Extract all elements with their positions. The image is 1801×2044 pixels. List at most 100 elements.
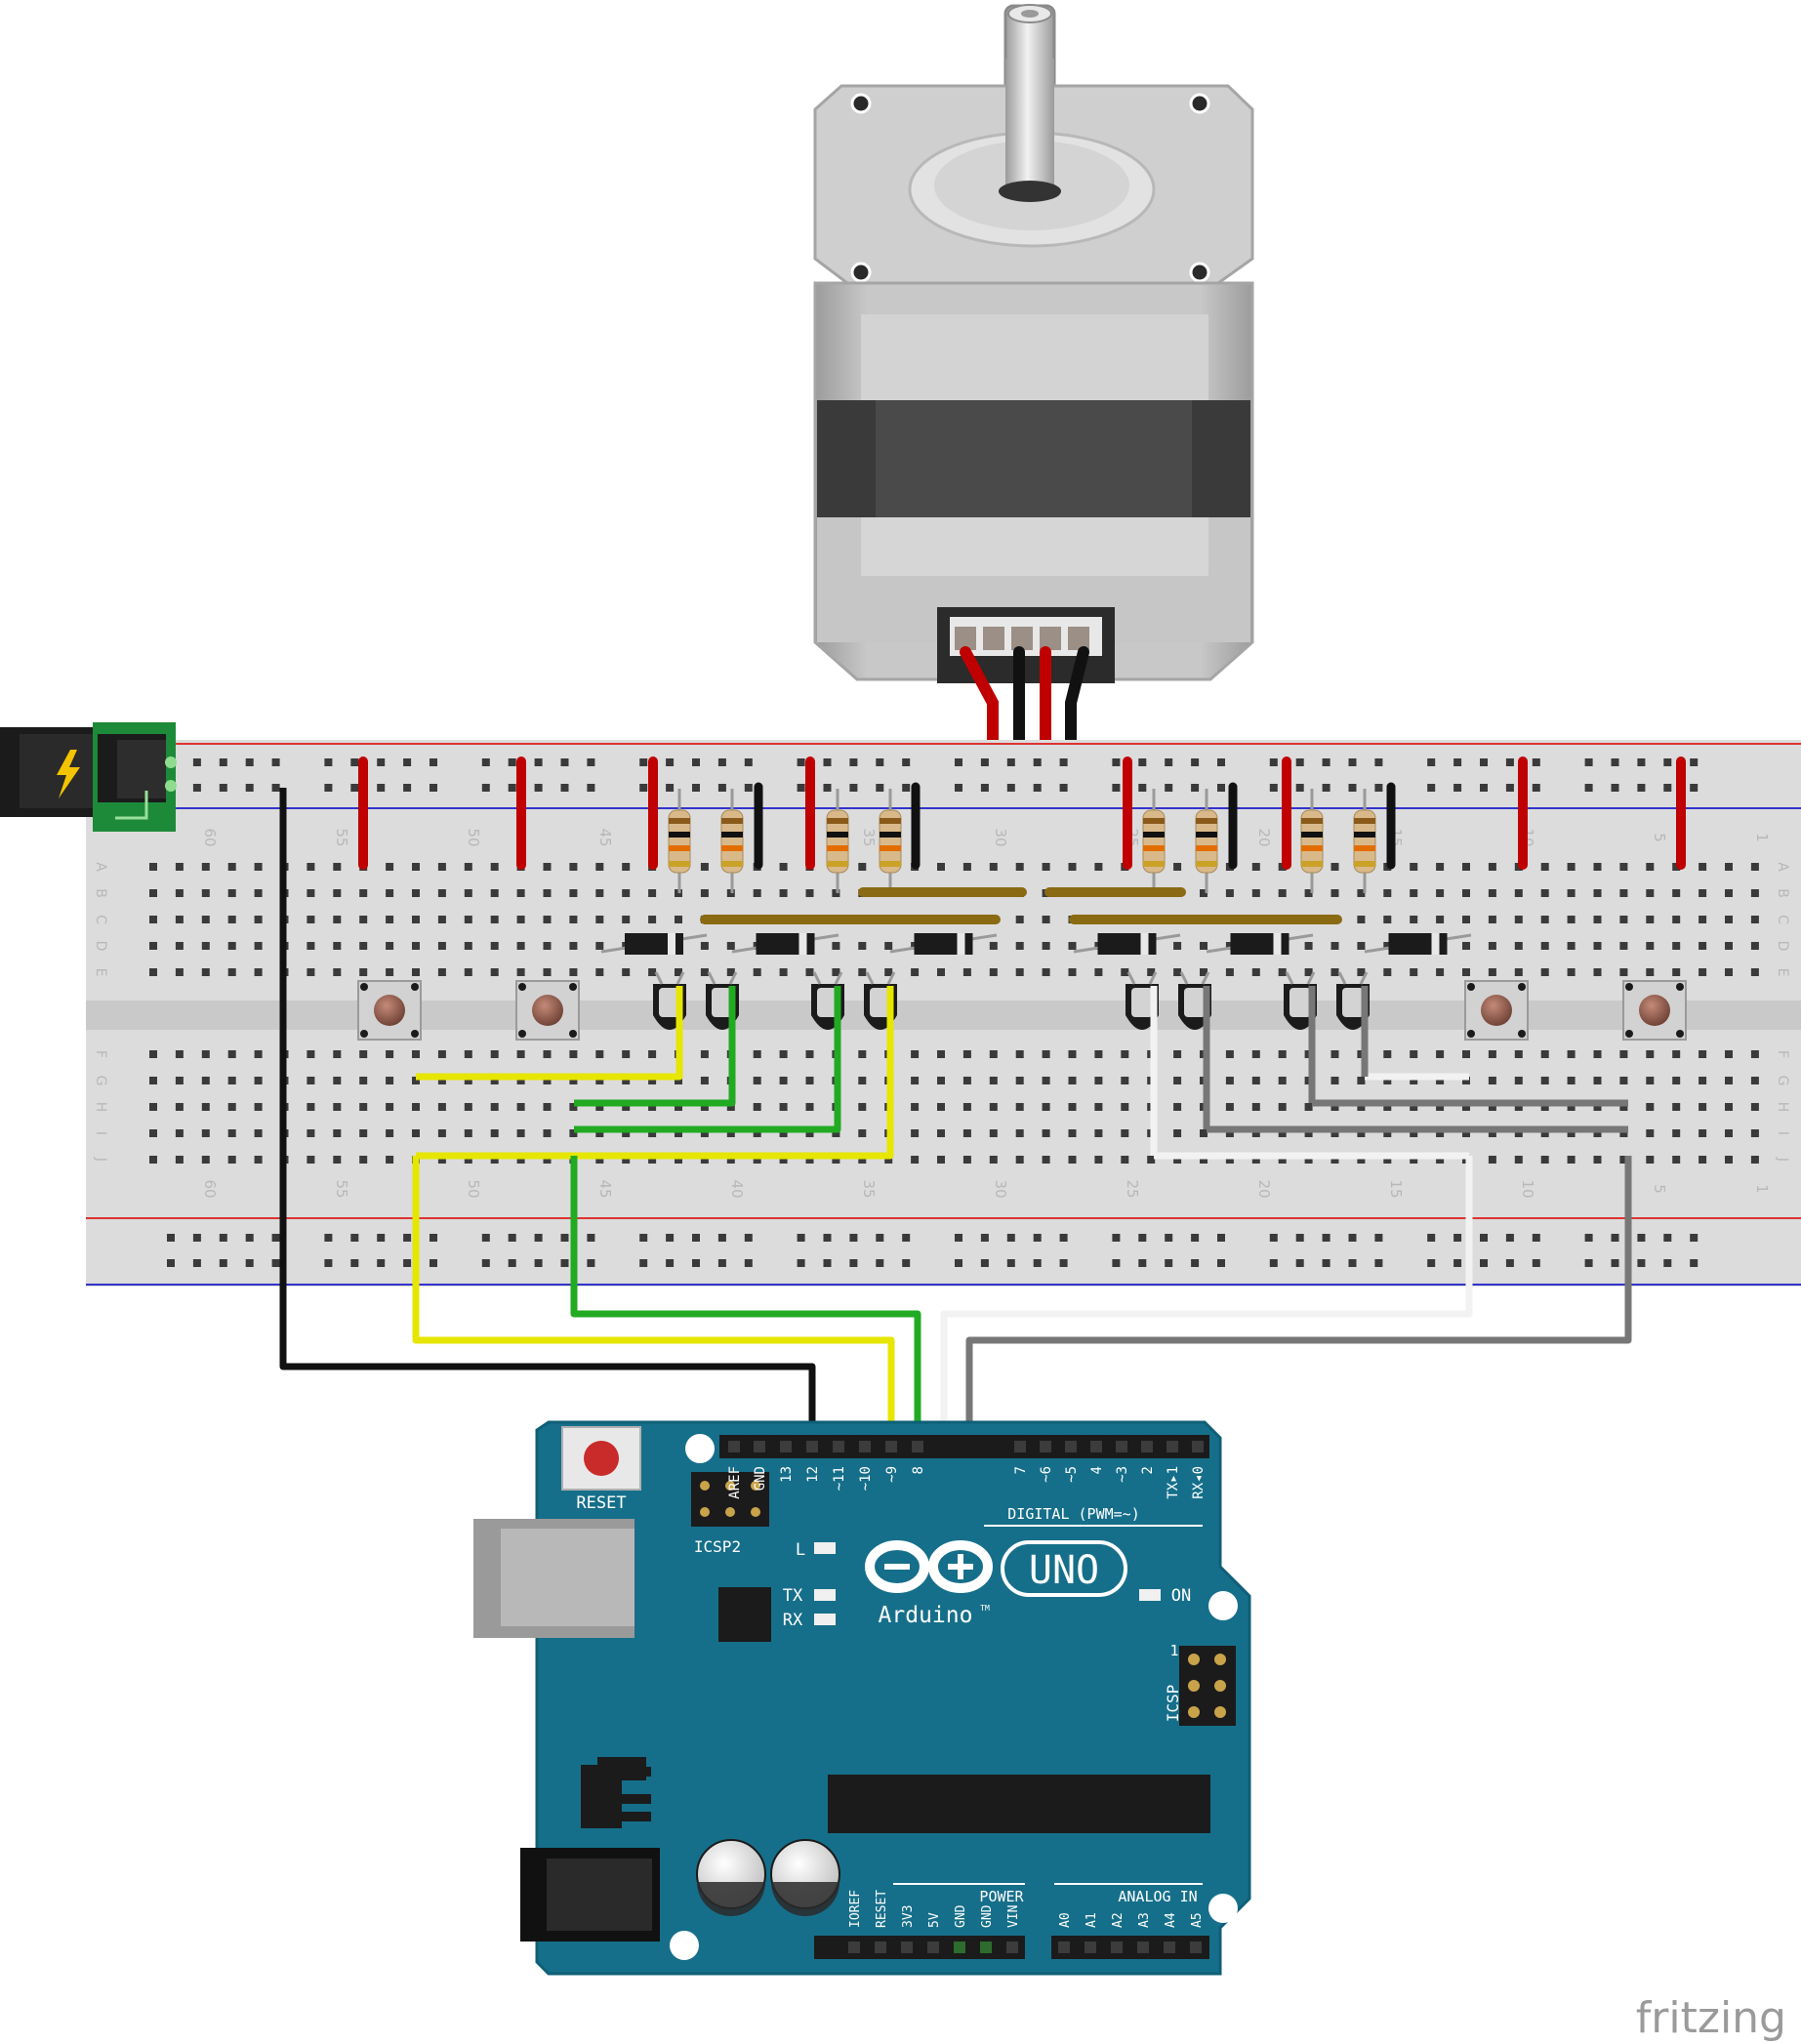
breadboard-hole	[386, 916, 394, 923]
rail-hole	[1165, 758, 1173, 766]
breadboard-hole	[1042, 1156, 1050, 1164]
header-pin	[806, 1441, 818, 1452]
breadboard-hole	[437, 1050, 446, 1058]
trademark-label: TM	[980, 1604, 990, 1613]
fritzing-watermark: fritzing	[1636, 1993, 1786, 2043]
power-pin-label: GND	[980, 1904, 995, 1928]
rail-hole	[271, 784, 280, 792]
breadboard-hole	[1567, 1050, 1576, 1058]
header-pin	[1006, 1942, 1018, 1953]
breadboard-hole	[1540, 863, 1549, 871]
breadboard-hole	[622, 1156, 631, 1164]
breadboard-hole	[359, 1077, 368, 1084]
row-number-label-top: 5	[1651, 833, 1668, 842]
breadboard-hole	[937, 1156, 945, 1164]
breadboard-hole	[1672, 1077, 1681, 1084]
breadboard-hole	[1330, 1077, 1339, 1084]
breadboard-hole	[333, 863, 342, 871]
breadboard-hole	[1488, 916, 1496, 923]
breadboard-hole	[464, 1156, 472, 1164]
rail-hole	[744, 784, 753, 792]
reset-label: RESET	[576, 1493, 626, 1513]
breadboard-hole	[1173, 1103, 1182, 1111]
breadboard-hole	[1514, 1103, 1523, 1111]
breadboard-hole	[464, 1077, 472, 1084]
row-letter-left: E	[93, 968, 108, 977]
icsp-pin1-label: 1	[1169, 1642, 1178, 1659]
digital-pin-label: 13	[779, 1466, 795, 1483]
breadboard-hole	[1042, 968, 1050, 976]
row-letter-right: H	[1775, 1102, 1790, 1113]
rail-hole	[1611, 1259, 1619, 1267]
breadboard-hole	[858, 863, 867, 871]
rail-hole	[271, 1234, 280, 1242]
breadboard-hole	[1410, 968, 1418, 976]
rail-hole	[744, 1259, 753, 1267]
rail-hole	[823, 758, 832, 766]
breadboard-hole	[1672, 968, 1681, 976]
led-on-label: ON	[1171, 1586, 1191, 1606]
rail-hole	[1374, 1259, 1383, 1267]
breadboard-hole	[1251, 1050, 1260, 1058]
breadboard-hole	[437, 968, 446, 976]
breadboard-hole	[359, 889, 368, 897]
breadboard-hole	[516, 889, 525, 897]
rail-hole	[1191, 1234, 1200, 1242]
breadboard-hole	[1357, 916, 1366, 923]
breadboard-hole	[1567, 889, 1576, 897]
breadboard-hole	[1699, 1103, 1707, 1111]
breadboard-hole	[201, 863, 210, 871]
breadboard-hole	[622, 889, 631, 897]
rail-hole	[1374, 758, 1383, 766]
breadboard-hole	[1042, 942, 1050, 950]
usb-chip	[718, 1587, 771, 1642]
breadboard-hole	[700, 968, 709, 976]
breadboard-hole	[1330, 863, 1339, 871]
breadboard-hole	[359, 1129, 368, 1137]
breadboard-hole	[726, 1103, 735, 1111]
row-letter-left: B	[93, 888, 108, 898]
row-number-label-bottom: 30	[992, 1179, 1009, 1198]
breadboard-hole	[1750, 889, 1759, 897]
wire-white-b	[1150, 986, 1469, 1160]
breadboard-hole	[1540, 1129, 1549, 1137]
breadboard-hole	[1462, 1050, 1470, 1058]
rail-hole	[481, 1234, 490, 1242]
breadboard-hole	[464, 1129, 472, 1137]
breadboard-hole	[149, 1103, 157, 1111]
rail-hole	[1663, 1259, 1672, 1267]
breadboard-hole	[1619, 863, 1628, 871]
breadboard-hole	[333, 942, 342, 950]
breadboard-hole	[1173, 1050, 1182, 1058]
digital-pin-label: ~5	[1064, 1466, 1080, 1483]
breadboard-hole	[595, 1156, 604, 1164]
breadboard-hole	[1488, 968, 1496, 976]
breadboard-hole	[1567, 1156, 1576, 1164]
breadboard-hole	[254, 942, 263, 950]
breadboard-hole	[1567, 916, 1576, 923]
row-number-label-bottom: 20	[1255, 1179, 1273, 1198]
resistor	[1300, 789, 1324, 893]
rail-hole	[271, 1259, 280, 1267]
breadboard-hole	[1094, 1050, 1103, 1058]
rail-hole	[1637, 758, 1646, 766]
breadboard-hole	[543, 1129, 552, 1137]
breadboard-hole	[333, 1129, 342, 1137]
row-letter-right: J	[1775, 1157, 1790, 1162]
breadboard-hole	[989, 1103, 998, 1111]
rail-hole	[1217, 758, 1225, 766]
wire-ground-black	[279, 788, 816, 1447]
breadboard-hole	[1750, 968, 1759, 976]
breadboard-hole	[412, 1129, 420, 1137]
breadboard-hole	[648, 1103, 657, 1111]
rail-hole	[350, 1259, 359, 1267]
breadboard-hole	[201, 1156, 210, 1164]
row-letter-right: E	[1775, 968, 1790, 977]
breadboard-hole	[595, 942, 604, 950]
breadboard-hole	[1462, 1129, 1470, 1137]
breadboard-hole	[1567, 968, 1576, 976]
analog-pin-label: A1	[1085, 1912, 1099, 1928]
breadboard-hole	[175, 1077, 184, 1084]
breadboard-hole	[937, 1129, 945, 1137]
